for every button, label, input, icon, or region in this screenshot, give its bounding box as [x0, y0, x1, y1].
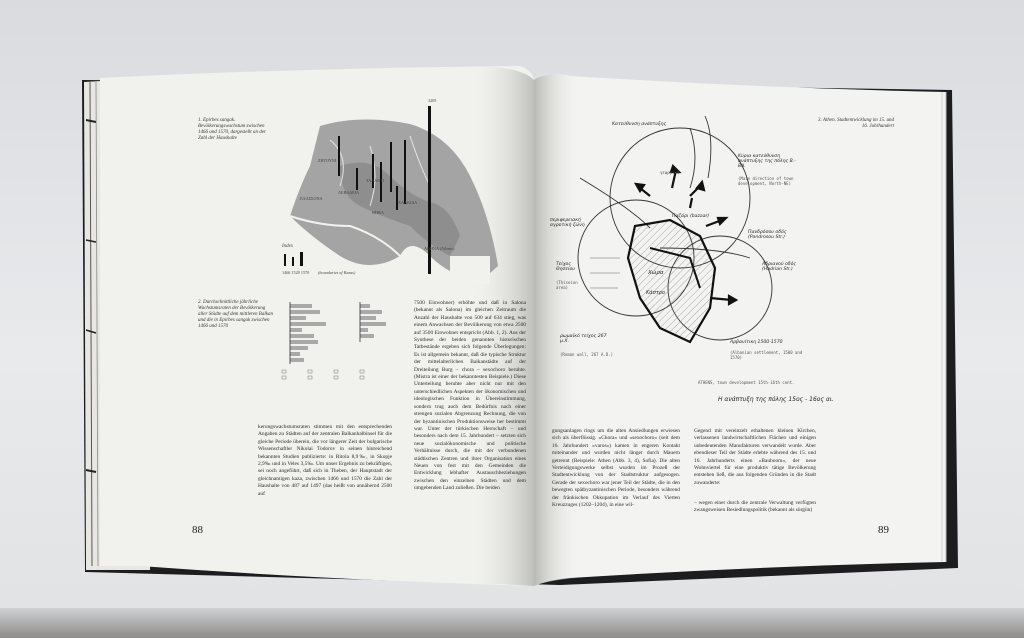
map-top-value: 3205: [428, 98, 437, 103]
map-legend-note: (boundaries of Kazas): [318, 270, 356, 275]
epirbes-map: [289, 106, 498, 284]
map-city-label: ΖΗΤΟΥΝΙ: [318, 158, 337, 163]
athens-sketch: [577, 115, 773, 344]
sketch-label-albanian-english: (Albanian settlement, 1500 and 1570): [730, 350, 803, 360]
sketch-label-left: περιφερειακή αγροτική ζώνη: [550, 218, 585, 228]
map-city-label: ΘΗΒΑ: [372, 210, 384, 215]
map-athens-label: ΑΘΗΝΑ (Athens): [424, 246, 455, 251]
right-text-column-2-bullet: – wegen einer durch die zentrale Verwalt…: [694, 500, 816, 514]
left-page-number: 88: [192, 524, 203, 536]
table-edge: [0, 608, 1024, 638]
map-city-label: ΕΛΑΣΣΟΝΑ: [300, 196, 323, 201]
growth-bar-graphs: [281, 302, 386, 380]
map-city-label: ΧΑΛΚΙΔΑ: [398, 200, 418, 205]
sketch-label-top: Κατεύθυνση ανάπτυξης: [612, 122, 667, 127]
sketch-subtitle: Η ανάπτυξη της πόλης 15ος - 16ος αι.: [718, 396, 834, 403]
map-city-label: ΛΕΒΑΔΕΙΑ: [338, 190, 360, 195]
athens-bar: [428, 106, 431, 274]
sketch-label-wall-greek: Τείχος Θησείου: [556, 262, 575, 272]
sketch-label-chora: Χώρα: [648, 270, 664, 276]
sketch-title: ATHENS, town development 15th-16th cent.: [698, 380, 795, 385]
sketch-label-albanian-greek: Αρβανίτικη 1500-1570: [730, 340, 783, 345]
right-page-number: 89: [878, 524, 889, 536]
sketch-label-farms: γεωργικα: [660, 170, 680, 175]
map-legend-bars: [284, 252, 303, 266]
map-city-label: ΤΑΛΑΝΤΙ: [366, 178, 385, 183]
sketch-label-wall-english: (Thiseion area): [556, 280, 578, 290]
sketch-label-kastro: Κάστρο: [646, 290, 665, 296]
sketch-label-ne-greek: Κύρια κατεύθυνση ανάπτυξης της πόλης Β.-…: [738, 154, 796, 169]
left-caption-1: 1. Epirbes sangak. Bevölkerungswachstum …: [198, 118, 266, 141]
left-text-column-1: kerungswachstumsraten stimmen mit den en…: [258, 424, 392, 497]
sketch-label-roman-wall-greek: ρωμαϊκό τείχος 267 μ.Χ.: [560, 334, 607, 344]
right-text-column-1: gungsanlagen rings um die alten Ansiedlu…: [552, 428, 680, 509]
left-text-column-2: 7500 Einwohner) erhöhte und daß in Salon…: [414, 300, 526, 492]
sketch-label-adrianou: Αδριανού οδός (Hadrian Str.): [762, 262, 797, 272]
left-caption-2: 2. Durchschnittliche jährliche Wachstums…: [198, 300, 273, 329]
kastro-area: [626, 218, 717, 344]
sketch-label-ne-english: (Main direction of town development, Nor…: [738, 176, 794, 186]
right-caption: 3. Athen. Stadtentwicklung im 15. und 16…: [818, 118, 895, 129]
sketch-label-pandrosou: Πανδρόσου οδός (Pandrosou Str.): [748, 230, 787, 240]
sketch-label-roman-wall-english: (Roman wall, 267 A.D.): [560, 352, 613, 357]
right-text-column-2: Gegend mit vereinzelt erhaltenen kleinen…: [694, 428, 816, 486]
sketch-label-bazaar: Παζάρι (bazaar): [672, 214, 710, 219]
map-legend-years: 1466 1520 1570: [282, 270, 310, 275]
map-legend-title: Index: [282, 244, 294, 249]
